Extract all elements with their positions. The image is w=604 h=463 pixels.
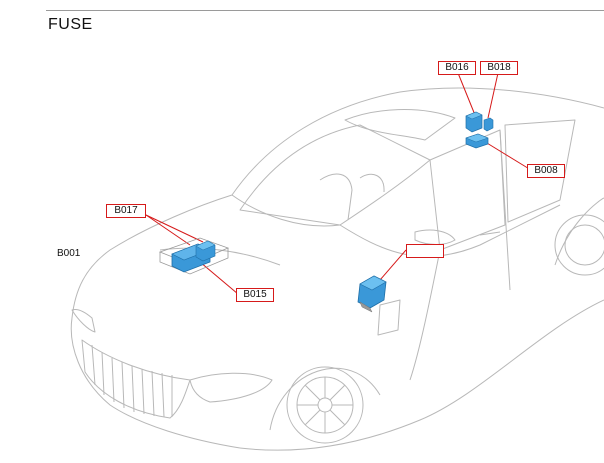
fuse-box-engine-bay bbox=[158, 237, 230, 275]
leader-b018 bbox=[487, 72, 499, 119]
header-rule bbox=[46, 10, 604, 11]
page-title: FUSE bbox=[48, 16, 93, 33]
leader-lines bbox=[145, 72, 532, 295]
leader-b016 bbox=[457, 72, 476, 116]
leader-b017-b bbox=[145, 214, 204, 243]
callout-unlabeled bbox=[406, 244, 444, 258]
leader-b008 bbox=[481, 139, 532, 171]
leader-b017-a bbox=[145, 214, 191, 246]
callout-b017: B017 bbox=[106, 204, 146, 218]
fuse-box-side bbox=[357, 275, 387, 313]
car-outline bbox=[70, 87, 604, 451]
callout-b018: B018 bbox=[480, 61, 518, 75]
side-label: B001 bbox=[57, 248, 81, 259]
callout-b008: B008 bbox=[527, 164, 565, 178]
fuse-box-cabin bbox=[465, 111, 494, 149]
callout-b016: B016 bbox=[438, 61, 476, 75]
leader-unlabeled bbox=[379, 249, 407, 281]
leader-b015 bbox=[199, 261, 239, 295]
callout-b015: B015 bbox=[236, 288, 274, 302]
